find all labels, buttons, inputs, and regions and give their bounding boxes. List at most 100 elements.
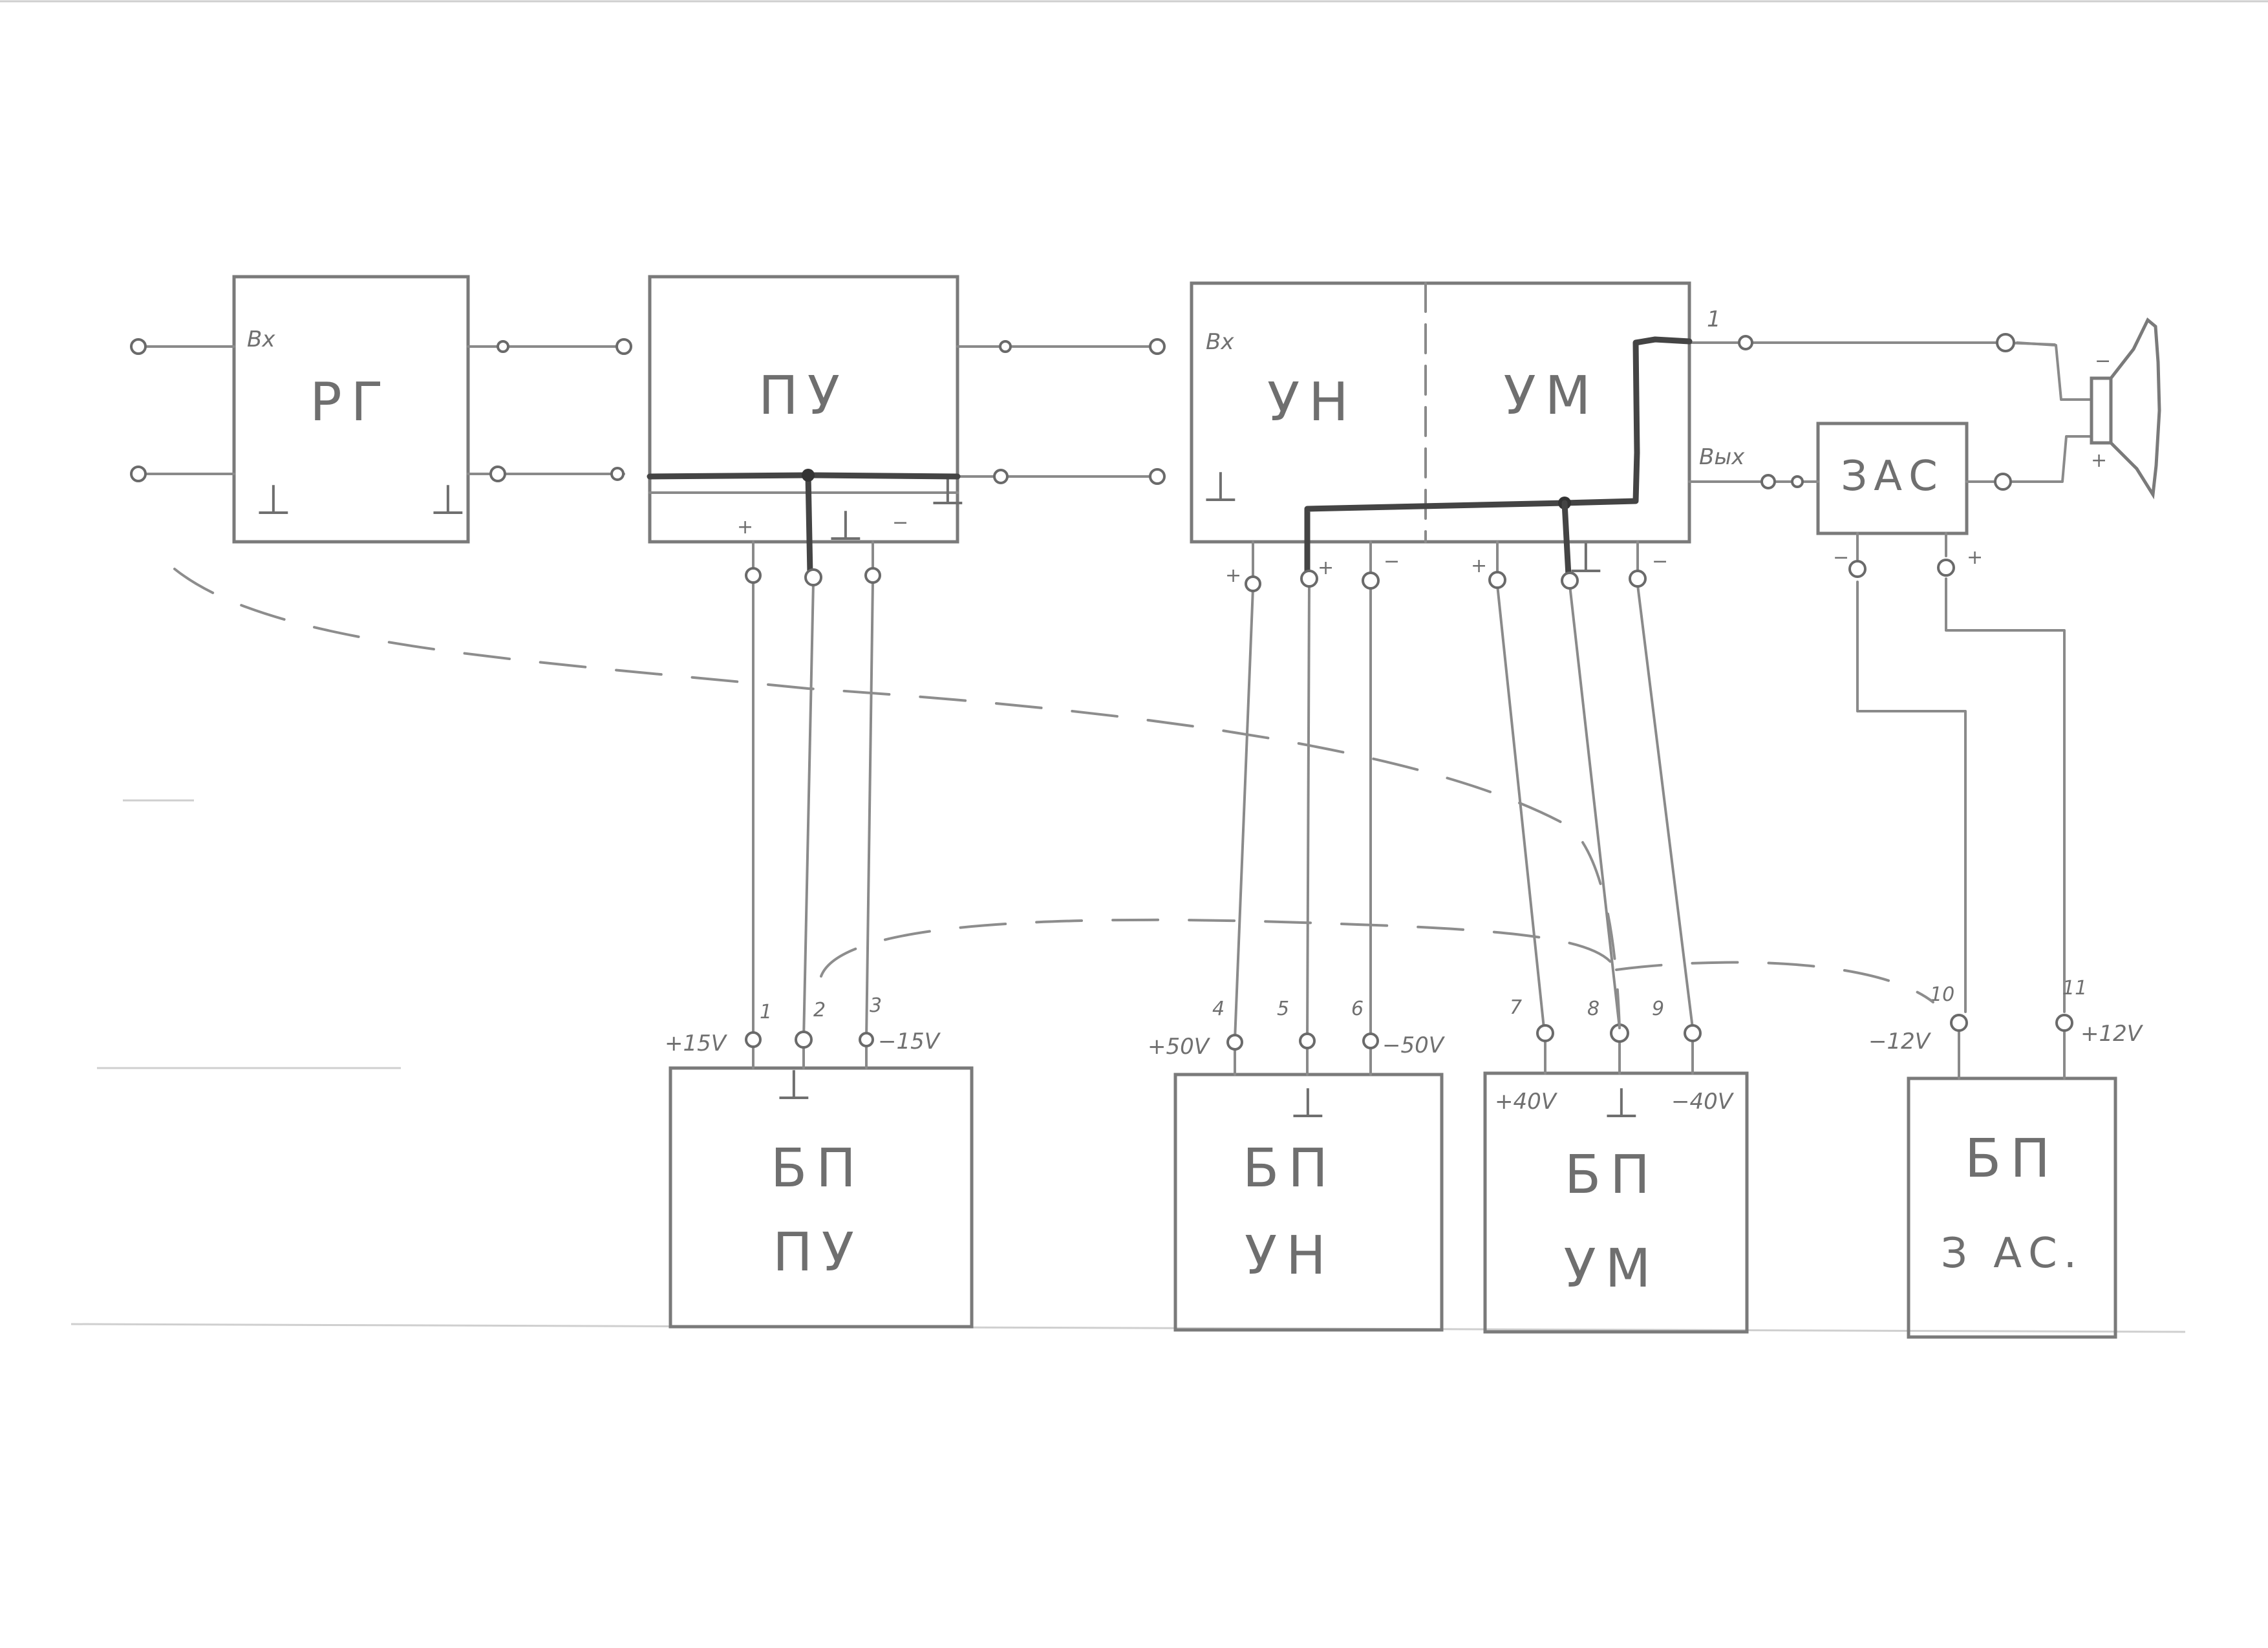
terminal <box>489 466 506 482</box>
pin-10 <box>1950 1014 1968 1032</box>
un-ground-label: ⊥ <box>1203 464 1245 511</box>
terminal <box>610 467 625 481</box>
voltage-minus12: −12V <box>1868 1029 1932 1054</box>
bp-um-ground: ⊥ <box>1603 1080 1646 1128</box>
bp-un-ground: ⊥ <box>1290 1080 1332 1128</box>
voltage-plus15: +15V <box>665 1031 728 1056</box>
zas-plus-label: + <box>1967 546 1983 569</box>
block-bp-un: ⊥ БП УН <box>1173 1073 1444 1332</box>
speaker-icon: − + <box>2090 317 2161 500</box>
voltage-labels: +15V −15V +50V −50V +40V −40V −12V +12V <box>665 1021 2144 1115</box>
pin-11-number: 11 <box>2062 977 2087 1000</box>
um-ground-label: ⊥ <box>1568 535 1610 583</box>
bp-pu-title: БП <box>771 1138 865 1199</box>
terminal <box>1994 473 2012 491</box>
bp-un-subtitle: УН <box>1245 1225 1335 1287</box>
terminal <box>1791 475 1804 488</box>
terminal <box>1149 468 1166 485</box>
pin-2 <box>795 1031 813 1049</box>
pu-minus-label: − <box>892 511 908 534</box>
pu-ground-label: ⊥ <box>828 502 870 550</box>
terminal <box>1300 570 1318 588</box>
rg-input-label: Вх <box>247 326 275 352</box>
terminal <box>497 340 509 353</box>
pin-11 <box>2055 1014 2073 1032</box>
block-rg: РГ Вх ⊥ ⊥ <box>232 275 473 544</box>
pin-5-number: 5 <box>1277 998 1289 1020</box>
power-terminals-top <box>745 559 1955 592</box>
um-plus-label: + <box>1471 555 1487 577</box>
block-power-labels: + + − + ⊥ − <box>1225 535 1668 587</box>
pin-7-number: 7 <box>1510 996 1522 1019</box>
terminal <box>1996 333 2015 352</box>
um-output-label: Вых <box>1699 444 1745 470</box>
pin-9 <box>1684 1024 1702 1042</box>
signal-wiring <box>144 341 2093 483</box>
block-bp-um: ⊥ БП УМ <box>1483 1071 1749 1334</box>
terminal <box>864 567 881 584</box>
supply-pins: 1 2 3 4 5 6 7 8 9 10 11 <box>745 977 2087 1051</box>
zas-minus-label: − <box>1833 546 1849 569</box>
terminal <box>804 568 822 586</box>
rg-ground-right: ⊥ <box>430 476 473 524</box>
stray-mark <box>70 1323 2186 1333</box>
bp-um-subtitle: УМ <box>1564 1238 1660 1300</box>
input-ground-terminal <box>130 466 147 482</box>
pin-1 <box>745 1031 762 1048</box>
pin-9-number: 9 <box>1652 998 1664 1020</box>
pin-4 <box>1226 1034 1243 1051</box>
block-zas-label: ЗАС <box>1841 453 1944 500</box>
terminal <box>1629 570 1647 588</box>
block-rg-label: РГ <box>310 372 392 433</box>
terminal <box>1848 560 1867 578</box>
bp-um-title: БП <box>1565 1144 1659 1206</box>
signal-terminals <box>130 333 2015 491</box>
terminal <box>1561 572 1579 590</box>
pin-1-number: 1 <box>760 1001 772 1023</box>
un-minus-label: − <box>1384 550 1400 573</box>
bp-zas-title: БП <box>1965 1128 2059 1190</box>
voltage-plus50: +50V <box>1148 1034 1211 1060</box>
power-wiring <box>752 532 2066 1080</box>
terminal <box>993 469 1009 484</box>
pin-3 <box>859 1032 874 1047</box>
pin-6 <box>1362 1033 1379 1049</box>
speaker-minus-label: − <box>2095 350 2111 372</box>
bp-un-title: БП <box>1243 1138 1337 1199</box>
terminal <box>1760 474 1776 489</box>
terminal <box>999 340 1012 353</box>
block-zas: ЗАС − + <box>1816 422 1983 569</box>
voltage-minus15: −15V <box>878 1029 941 1054</box>
block-bp-pu: ⊥ БП ПУ <box>669 1062 974 1329</box>
pin-3-number: 3 <box>870 994 882 1017</box>
rg-ground-left: ⊥ <box>255 476 298 524</box>
terminal <box>745 567 762 584</box>
pin-2-number: 2 <box>813 999 826 1022</box>
pu-plus-label: + <box>737 516 753 539</box>
pin-5 <box>1299 1033 1316 1049</box>
bp-pu-subtitle: ПУ <box>773 1222 863 1283</box>
terminal <box>1488 571 1506 589</box>
block-um-label: УМ <box>1504 365 1600 427</box>
pin-4-number: 4 <box>1212 998 1225 1020</box>
terminal <box>1738 335 1753 350</box>
terminal <box>1149 338 1166 355</box>
um-out-one: 1 <box>1707 306 1721 332</box>
block-un-um: УН УМ Вх ⊥ Вых 1 <box>1190 281 1745 544</box>
speaker-plus-label: + <box>2091 449 2107 472</box>
block-bp-zas: БП З АС. <box>1907 1076 2117 1339</box>
voltage-plus12: +12V <box>2081 1021 2144 1047</box>
terminal <box>1937 559 1955 577</box>
ground-bus <box>647 336 1693 579</box>
terminal <box>1245 575 1261 592</box>
pin-7 <box>1536 1024 1554 1042</box>
voltage-minus50: −50V <box>1382 1033 1446 1058</box>
pin-6-number: 6 <box>1351 998 1364 1020</box>
um-minus-label: − <box>1652 550 1668 573</box>
terminal <box>615 338 632 355</box>
voltage-minus40: −40V <box>1671 1089 1735 1115</box>
input-terminal <box>130 338 147 355</box>
block-pu: ПУ + ⊥ − ⊥ <box>648 275 966 550</box>
